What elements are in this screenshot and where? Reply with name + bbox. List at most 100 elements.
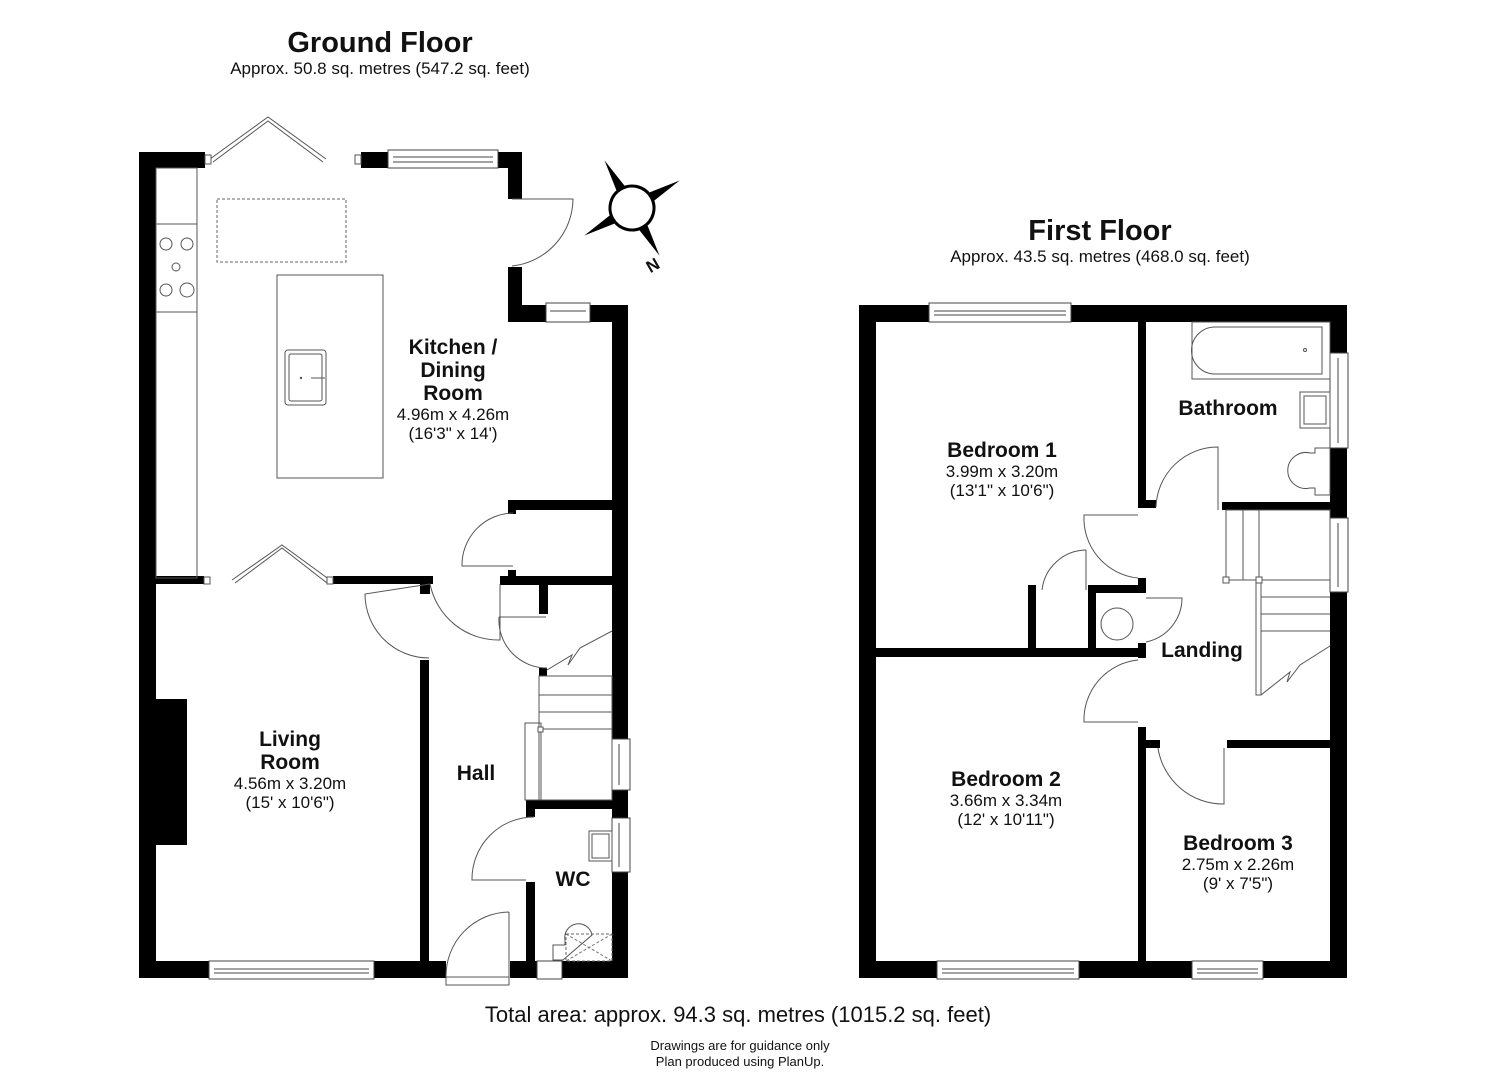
living-bifold-door [231,544,331,581]
room-metric: 3.66m x 3.34m [949,791,1063,810]
first-east-wall-2 [1330,448,1347,518]
room-metric: 3.99m x 3.20m [945,462,1059,481]
ground-floor-plan [139,116,631,986]
room-metric: 4.96m x 4.26m [396,405,510,424]
bed3-door [1157,747,1225,805]
wc-door [471,816,535,881]
first-south-wall-3 [1263,961,1347,978]
cupboard-south-wall [500,576,612,585]
room-wc: WC [540,868,606,891]
room-name: Room [423,382,483,405]
wc-toilet-icon [552,923,593,961]
hot-water-cylinder-icon [1100,607,1134,641]
hob-ring-icon [159,237,173,251]
living-window [208,960,375,980]
kitchen-island [276,274,384,479]
footer-notes: Drawings are for guidance only Plan prod… [540,1038,940,1070]
first-north-wall-2 [1071,305,1347,322]
living-north-wall-left [156,576,204,584]
kitchen-bifold-door [209,116,327,160]
bed2-window [936,960,1080,980]
room-bedroom-2: Bedroom 2 3.66m x 3.34m (12' x 10'11") [906,768,1106,829]
island-sink-icon [284,349,327,406]
kitchen-side-door [511,198,574,267]
wc-west-wall [526,882,535,961]
stair-newel [539,668,547,676]
bed2-bed3-wall [1138,727,1146,961]
wc-north-jamb [526,800,535,817]
room-bathroom: Bathroom [1160,397,1296,420]
kitchen-window [387,149,499,169]
chimney-breast [156,699,187,845]
room-name: Landing [1161,639,1243,662]
first-floor-heading: First Floor Approx. 43.5 sq. metres (468… [900,215,1300,267]
total-area: Total area: approx. 94.3 sq. metres (101… [484,1002,992,1027]
ground-staircase [524,630,613,801]
footer: Total area: approx. 94.3 sq. metres (101… [400,1002,1076,1028]
room-hall: Hall [436,762,516,785]
bathroom-toilet-icon [1287,447,1331,496]
room-name: Room [260,751,320,774]
bath-landing-wall [1222,502,1330,510]
first-floor-title: First Floor [1028,215,1172,247]
room-imperial: (15' x 10'6") [245,793,335,812]
bed1-bed2-wall [876,648,1146,657]
ground-east-step-wall-h [508,305,546,322]
bed1-bath-wall [1138,322,1146,507]
bed1-door [1083,514,1139,579]
bath-tub-icon [1191,321,1331,380]
wc-basin-icon [588,830,613,862]
ground-east-wall-mid [612,790,628,818]
plan-credit: Plan produced using PlanUp. [655,1054,825,1069]
room-metric: 2.75m x 2.26m [1181,855,1295,874]
wc-cistern [565,933,613,962]
room-name: WC [555,868,591,891]
room-imperial: (9' x 7'5") [1202,874,1274,893]
extractor-hood [216,198,347,263]
room-name: Dining [420,359,486,382]
wc-small-window [536,960,563,980]
wc-window [611,817,631,873]
kitchen-worktop [155,167,198,579]
kitchen-hall-door [429,583,501,641]
room-landing: Landing [1150,639,1254,662]
room-imperial: (13'1" x 10'6") [949,481,1055,500]
under-stair-jamb [508,570,516,584]
airing-cupboard-door [1145,597,1183,643]
ground-east-wall-upper [612,305,628,739]
first-staircase [1222,509,1331,696]
wardrobe-door [1041,549,1087,591]
bed2-door [1083,659,1139,723]
airing-cupboard-wall [1088,585,1096,653]
ground-south-wall-4 [562,961,628,978]
room-metric: 4.56m x 3.20m [233,774,347,793]
bathroom-basin-icon [1299,391,1331,429]
first-south-wall-1 [859,961,937,978]
cupboard-jamb [508,500,516,514]
first-floor-area: Approx. 43.5 sq. metres (468.0 sq. feet) [950,247,1250,266]
front-door [445,911,510,978]
room-bedroom-1: Bedroom 1 3.99m x 3.20m (13'1" x 10'6") [902,439,1102,500]
first-west-wall [859,305,876,978]
kitchen-side-window [545,302,591,323]
cupboard-door [461,512,514,567]
room-bedroom-3: Bedroom 3 2.75m x 2.26m (9' x 7'5") [1158,832,1318,893]
living-north-wall-right [333,576,433,584]
room-name: Bathroom [1178,397,1278,420]
wardrobe-wall [1028,585,1036,653]
room-name: Hall [456,762,496,785]
room-name: Living [259,728,321,751]
landing-window [1329,517,1349,593]
ground-south-wall-3 [510,961,537,978]
room-name: Bedroom 1 [947,439,1057,462]
bathroom-window [1329,352,1349,449]
living-door [364,583,431,659]
ground-floor-heading: Ground Floor Approx. 50.8 sq. metres (54… [180,27,580,79]
room-imperial: (16'3" x 14') [408,424,498,443]
hall-window [611,738,631,791]
living-hall-wall [420,660,429,961]
cupboard-north-wall [508,500,612,510]
bed1-window [928,302,1072,323]
bed3-north-wall [1227,740,1330,748]
first-north-wall-1 [859,305,929,322]
